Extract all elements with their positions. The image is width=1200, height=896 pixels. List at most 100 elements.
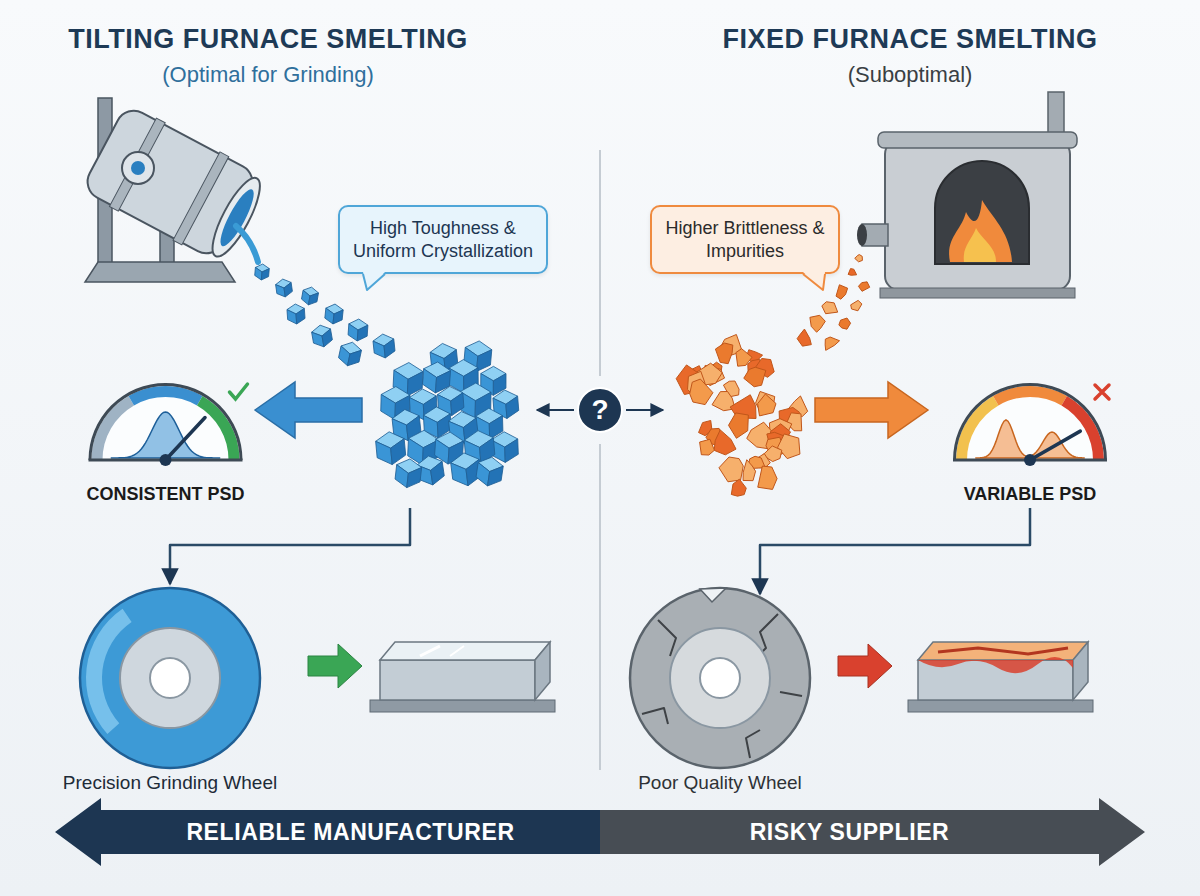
gauge-dial xyxy=(953,383,1107,466)
wheel-outer xyxy=(80,588,260,768)
crystal-cube xyxy=(275,278,293,298)
workpiece-side xyxy=(535,642,550,700)
crystal-cube xyxy=(394,458,422,490)
crystal-cube xyxy=(311,324,334,349)
wheel-disc xyxy=(630,588,810,768)
flame xyxy=(949,200,1012,262)
callout-tail xyxy=(362,272,388,292)
cube-face xyxy=(348,324,359,341)
callout-bubble: High Toughness & Uniform Crystallization xyxy=(338,205,548,274)
result-arrow-red xyxy=(838,644,892,688)
gauge-rim xyxy=(953,383,1107,460)
crystal-cube xyxy=(372,333,395,359)
callout-text: Higher Brittleness & Impurities xyxy=(664,217,826,262)
gauge-label: CONSISTENT PSD xyxy=(86,484,244,505)
shine xyxy=(420,646,440,656)
cube-face xyxy=(505,396,519,418)
drum-body xyxy=(81,104,259,259)
crystal-cube xyxy=(475,455,504,488)
cube-face xyxy=(348,348,362,368)
drum-mouth xyxy=(204,172,268,262)
wheel-label: Precision Grinding Wheel xyxy=(63,772,277,794)
cube-face xyxy=(373,340,385,359)
needle-hub xyxy=(160,454,172,466)
band-label: RISKY SUPPLIER xyxy=(750,819,950,845)
brittle-shard xyxy=(700,439,715,455)
brittle-shard xyxy=(731,479,746,496)
question-mark: ? xyxy=(591,394,608,426)
verdict-band: RELIABLE MANUFACTURER xyxy=(55,798,600,866)
cube-face xyxy=(407,466,422,489)
pivot-core xyxy=(131,161,145,175)
wheel-hub xyxy=(150,658,190,698)
cube-face xyxy=(261,268,269,281)
brittle-shard xyxy=(822,302,838,314)
divider xyxy=(600,150,601,770)
cube-face xyxy=(287,309,297,325)
check-stroke xyxy=(230,384,248,399)
flame-core xyxy=(964,228,996,262)
workpiece-top xyxy=(918,642,1088,660)
flow-arrow xyxy=(170,508,410,584)
pour-stream xyxy=(236,226,258,262)
cube-face xyxy=(376,440,393,466)
gauge-dial xyxy=(89,383,243,466)
wheel-inner xyxy=(120,628,220,728)
grinding-wheel-shape xyxy=(40,582,300,794)
needle-hub xyxy=(1024,454,1036,466)
wheel-outer xyxy=(630,588,810,768)
crystal-cube xyxy=(375,430,407,465)
brittle-shard xyxy=(851,300,862,310)
crystal-cube xyxy=(324,303,343,325)
cube-face xyxy=(381,394,396,419)
wheel-crack xyxy=(780,692,802,696)
wheel-crack xyxy=(642,708,668,724)
pivot xyxy=(122,152,154,184)
cube-face xyxy=(333,309,343,325)
cube-face xyxy=(321,329,333,347)
grinding-wheel-shape xyxy=(590,582,850,794)
brittle-shard xyxy=(744,367,766,386)
tail-fill xyxy=(363,272,385,290)
brittle-shard xyxy=(825,337,839,350)
tail-outline xyxy=(363,274,385,290)
brittle-shard xyxy=(839,318,851,329)
divider-line xyxy=(599,150,601,376)
workpiece-side xyxy=(1073,642,1088,700)
verdict-band: RISKY SUPPLIER xyxy=(600,798,1145,866)
shine xyxy=(450,646,464,656)
cube-face xyxy=(383,339,395,358)
workpiece-front xyxy=(380,660,535,700)
brittle-shard xyxy=(715,343,732,364)
cube-face xyxy=(283,282,293,296)
gauge-needle xyxy=(1030,431,1080,460)
furnace-base xyxy=(85,262,235,282)
section-subtitle: (Optimal for Grinding) xyxy=(0,62,558,88)
brittle-shard xyxy=(758,394,776,416)
wheel-disc xyxy=(80,588,260,768)
psd-gauge: CONSISTENT PSD xyxy=(78,370,253,505)
crystal-cube xyxy=(301,286,320,306)
drum-band xyxy=(109,118,165,211)
workpiece-plate xyxy=(370,700,555,712)
wheel-chip xyxy=(700,588,726,602)
check-mark xyxy=(230,384,248,399)
brittle-shard xyxy=(690,379,713,405)
grinding-wheel: Precision Grinding Wheel xyxy=(40,582,300,794)
section-heading: FIXED FURNACE SMELTING xyxy=(620,24,1200,55)
burn-mark xyxy=(938,648,1068,654)
workpiece-plate xyxy=(908,700,1093,712)
crystal-cube xyxy=(254,263,269,280)
wheel-inner xyxy=(670,628,770,728)
band-label: RELIABLE MANUFACTURER xyxy=(186,819,514,845)
gauge-face xyxy=(92,386,240,460)
cube-face xyxy=(276,284,286,298)
brittle-shard xyxy=(729,413,749,438)
cube-face xyxy=(504,439,518,462)
gauge-needle xyxy=(166,418,206,460)
psd-gauge: VARIABLE PSD xyxy=(940,370,1120,505)
burn-mark xyxy=(918,657,1073,673)
brittle-shard xyxy=(858,282,869,291)
